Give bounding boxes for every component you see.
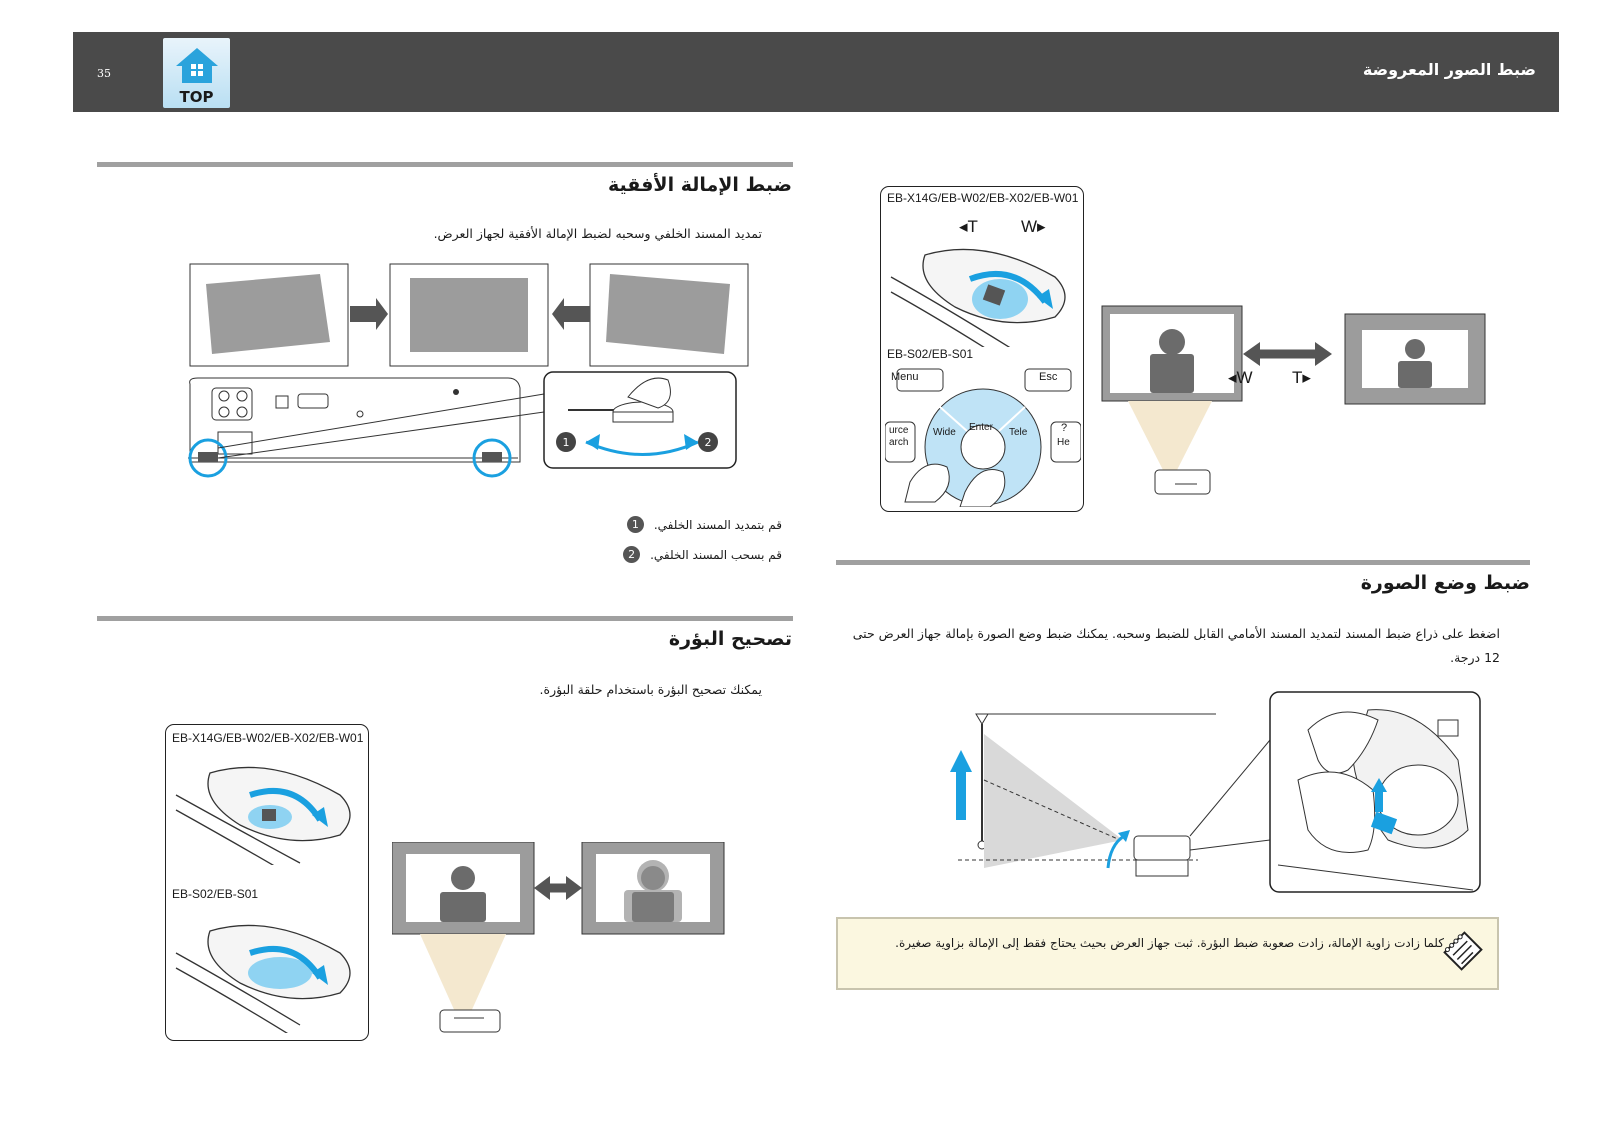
step-marker-1: 1 xyxy=(563,436,570,449)
wide-key: Wide xyxy=(933,427,956,438)
remote-control-illustration xyxy=(885,368,1081,507)
memo-icon xyxy=(1443,931,1483,971)
list-item: 2 قم بسحب المسند الخلفي. xyxy=(623,546,782,563)
section-rule xyxy=(836,560,1530,565)
page-title: ضبط الصور المعروضة xyxy=(1362,60,1536,79)
note-box: كلما زادت زاوية الإمالة، زادت صعوبة ضبط … xyxy=(836,917,1499,990)
wide-label: W▸ xyxy=(1021,217,1046,236)
focus-model-label-a: EB-X14G/EB-W02/EB-X02/EB-W01 xyxy=(172,731,364,745)
tele-arrow-label: T▸ xyxy=(1292,368,1311,387)
focus-model-label-b: EB-S02/EB-S01 xyxy=(172,887,259,901)
source-key-line1: urce xyxy=(889,425,909,436)
section-title-horizontal-tilt: ضبط الإمالة الأفقية xyxy=(608,174,792,196)
step-text-2: قم بسحب المسند الخلفي. xyxy=(650,547,782,562)
step-number-1: 1 xyxy=(626,516,644,533)
focus-body: يمكنك تصحيح البؤرة باستخدام حلقة البؤرة. xyxy=(539,682,762,697)
home-icon xyxy=(176,48,218,83)
source-key-line2: arch xyxy=(889,437,909,448)
top-link-button[interactable]: TOP xyxy=(163,38,230,108)
help-key-line2: He xyxy=(1057,437,1070,448)
focus-ring-illustration-b xyxy=(175,924,351,1033)
esc-key: Esc xyxy=(1039,371,1058,383)
zoom-figure: EB-X14G/EB-W02/EB-X02/EB-W01 ◂T W▸ EB-S0… xyxy=(880,186,1490,516)
zoom-ring-illustration xyxy=(890,248,1066,347)
section-title-image-position: ضبط وضع الصورة xyxy=(1360,572,1530,594)
header-bar xyxy=(73,32,1559,112)
image-position-body: اضغط على ذراع ضبط المسند لتمديد المسند ا… xyxy=(852,626,1500,665)
step-number-2: 2 xyxy=(623,546,641,563)
focus-ring-illustration-a xyxy=(175,766,351,865)
tele-label: ◂T xyxy=(959,217,978,236)
top-label: TOP xyxy=(179,88,214,106)
horizontal-tilt-body: تمديد المسند الخلفي وسحبه لضبط الإمالة ا… xyxy=(433,226,762,241)
wide-arrow-label: ◂W xyxy=(1228,368,1253,387)
enter-key: Enter xyxy=(969,422,993,433)
note-text: كلما زادت زاوية الإمالة، زادت صعوبة ضبط … xyxy=(895,936,1444,950)
section-rule xyxy=(97,616,793,621)
tilt-adjust-illustration xyxy=(950,691,1481,893)
section-rule xyxy=(97,162,793,167)
tele-key: Tele xyxy=(1009,427,1028,438)
model-label-a: EB-X14G/EB-W02/EB-X02/EB-W01 xyxy=(887,191,1079,205)
step-marker-2: 2 xyxy=(705,436,712,449)
step-text-1: قم بتمديد المسند الخلفي. xyxy=(653,517,782,532)
model-label-b: EB-S02/EB-S01 xyxy=(887,347,974,361)
horizontal-tilt-illustration: 1 2 xyxy=(188,263,749,478)
list-item: 1 قم بتمديد المسند الخلفي. xyxy=(626,516,782,533)
zoom-projection-illustration xyxy=(1101,305,1486,495)
focus-control-panel: EB-X14G/EB-W02/EB-X02/EB-W01 EB-S02/EB-S… xyxy=(165,724,369,1041)
section-title-focus: تصحيح البؤرة xyxy=(668,628,792,650)
zoom-control-panel: EB-X14G/EB-W02/EB-X02/EB-W01 ◂T W▸ EB-S0… xyxy=(880,186,1084,512)
menu-key: Menu xyxy=(891,371,919,383)
page-number: 35 xyxy=(97,67,111,80)
help-key-line1: ? xyxy=(1061,422,1068,434)
focus-projection-illustration xyxy=(392,842,725,1033)
